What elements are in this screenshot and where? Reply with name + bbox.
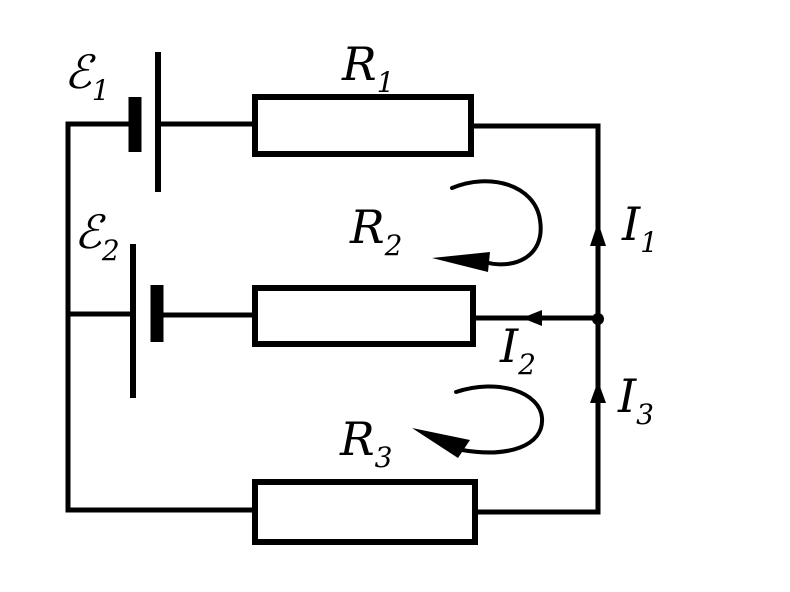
- resistor-r3: [252, 479, 478, 545]
- loop-lower-curve: [454, 384, 545, 455]
- current-i3-arrow: [590, 381, 606, 403]
- loop-upper-curve: [450, 179, 543, 267]
- current-i1-arrow: [590, 222, 606, 246]
- wire-top-branch: [65, 121, 258, 513]
- loop-arrow-lower: [412, 384, 545, 458]
- label-r3: R3: [339, 412, 392, 474]
- loop-arrow-upper: [432, 179, 543, 272]
- label-emf2: ℰ2: [74, 205, 120, 267]
- battery-emf1: [128, 52, 161, 192]
- current-i2-arrow: [522, 310, 542, 326]
- loop-lower-arrowhead: [412, 428, 470, 458]
- label-i3: I3: [617, 369, 654, 431]
- label-emf1: ℰ1: [64, 45, 110, 107]
- resistor-r1: [252, 94, 474, 157]
- label-r1: R1: [341, 37, 394, 99]
- junction-dot: [592, 313, 604, 325]
- label-i1: I1: [621, 197, 658, 259]
- label-r2: R2: [349, 200, 402, 262]
- label-i2: I2: [499, 319, 536, 381]
- loop-upper-arrowhead: [432, 252, 490, 272]
- battery-emf2: [130, 244, 164, 398]
- resistor-r2: [252, 285, 476, 347]
